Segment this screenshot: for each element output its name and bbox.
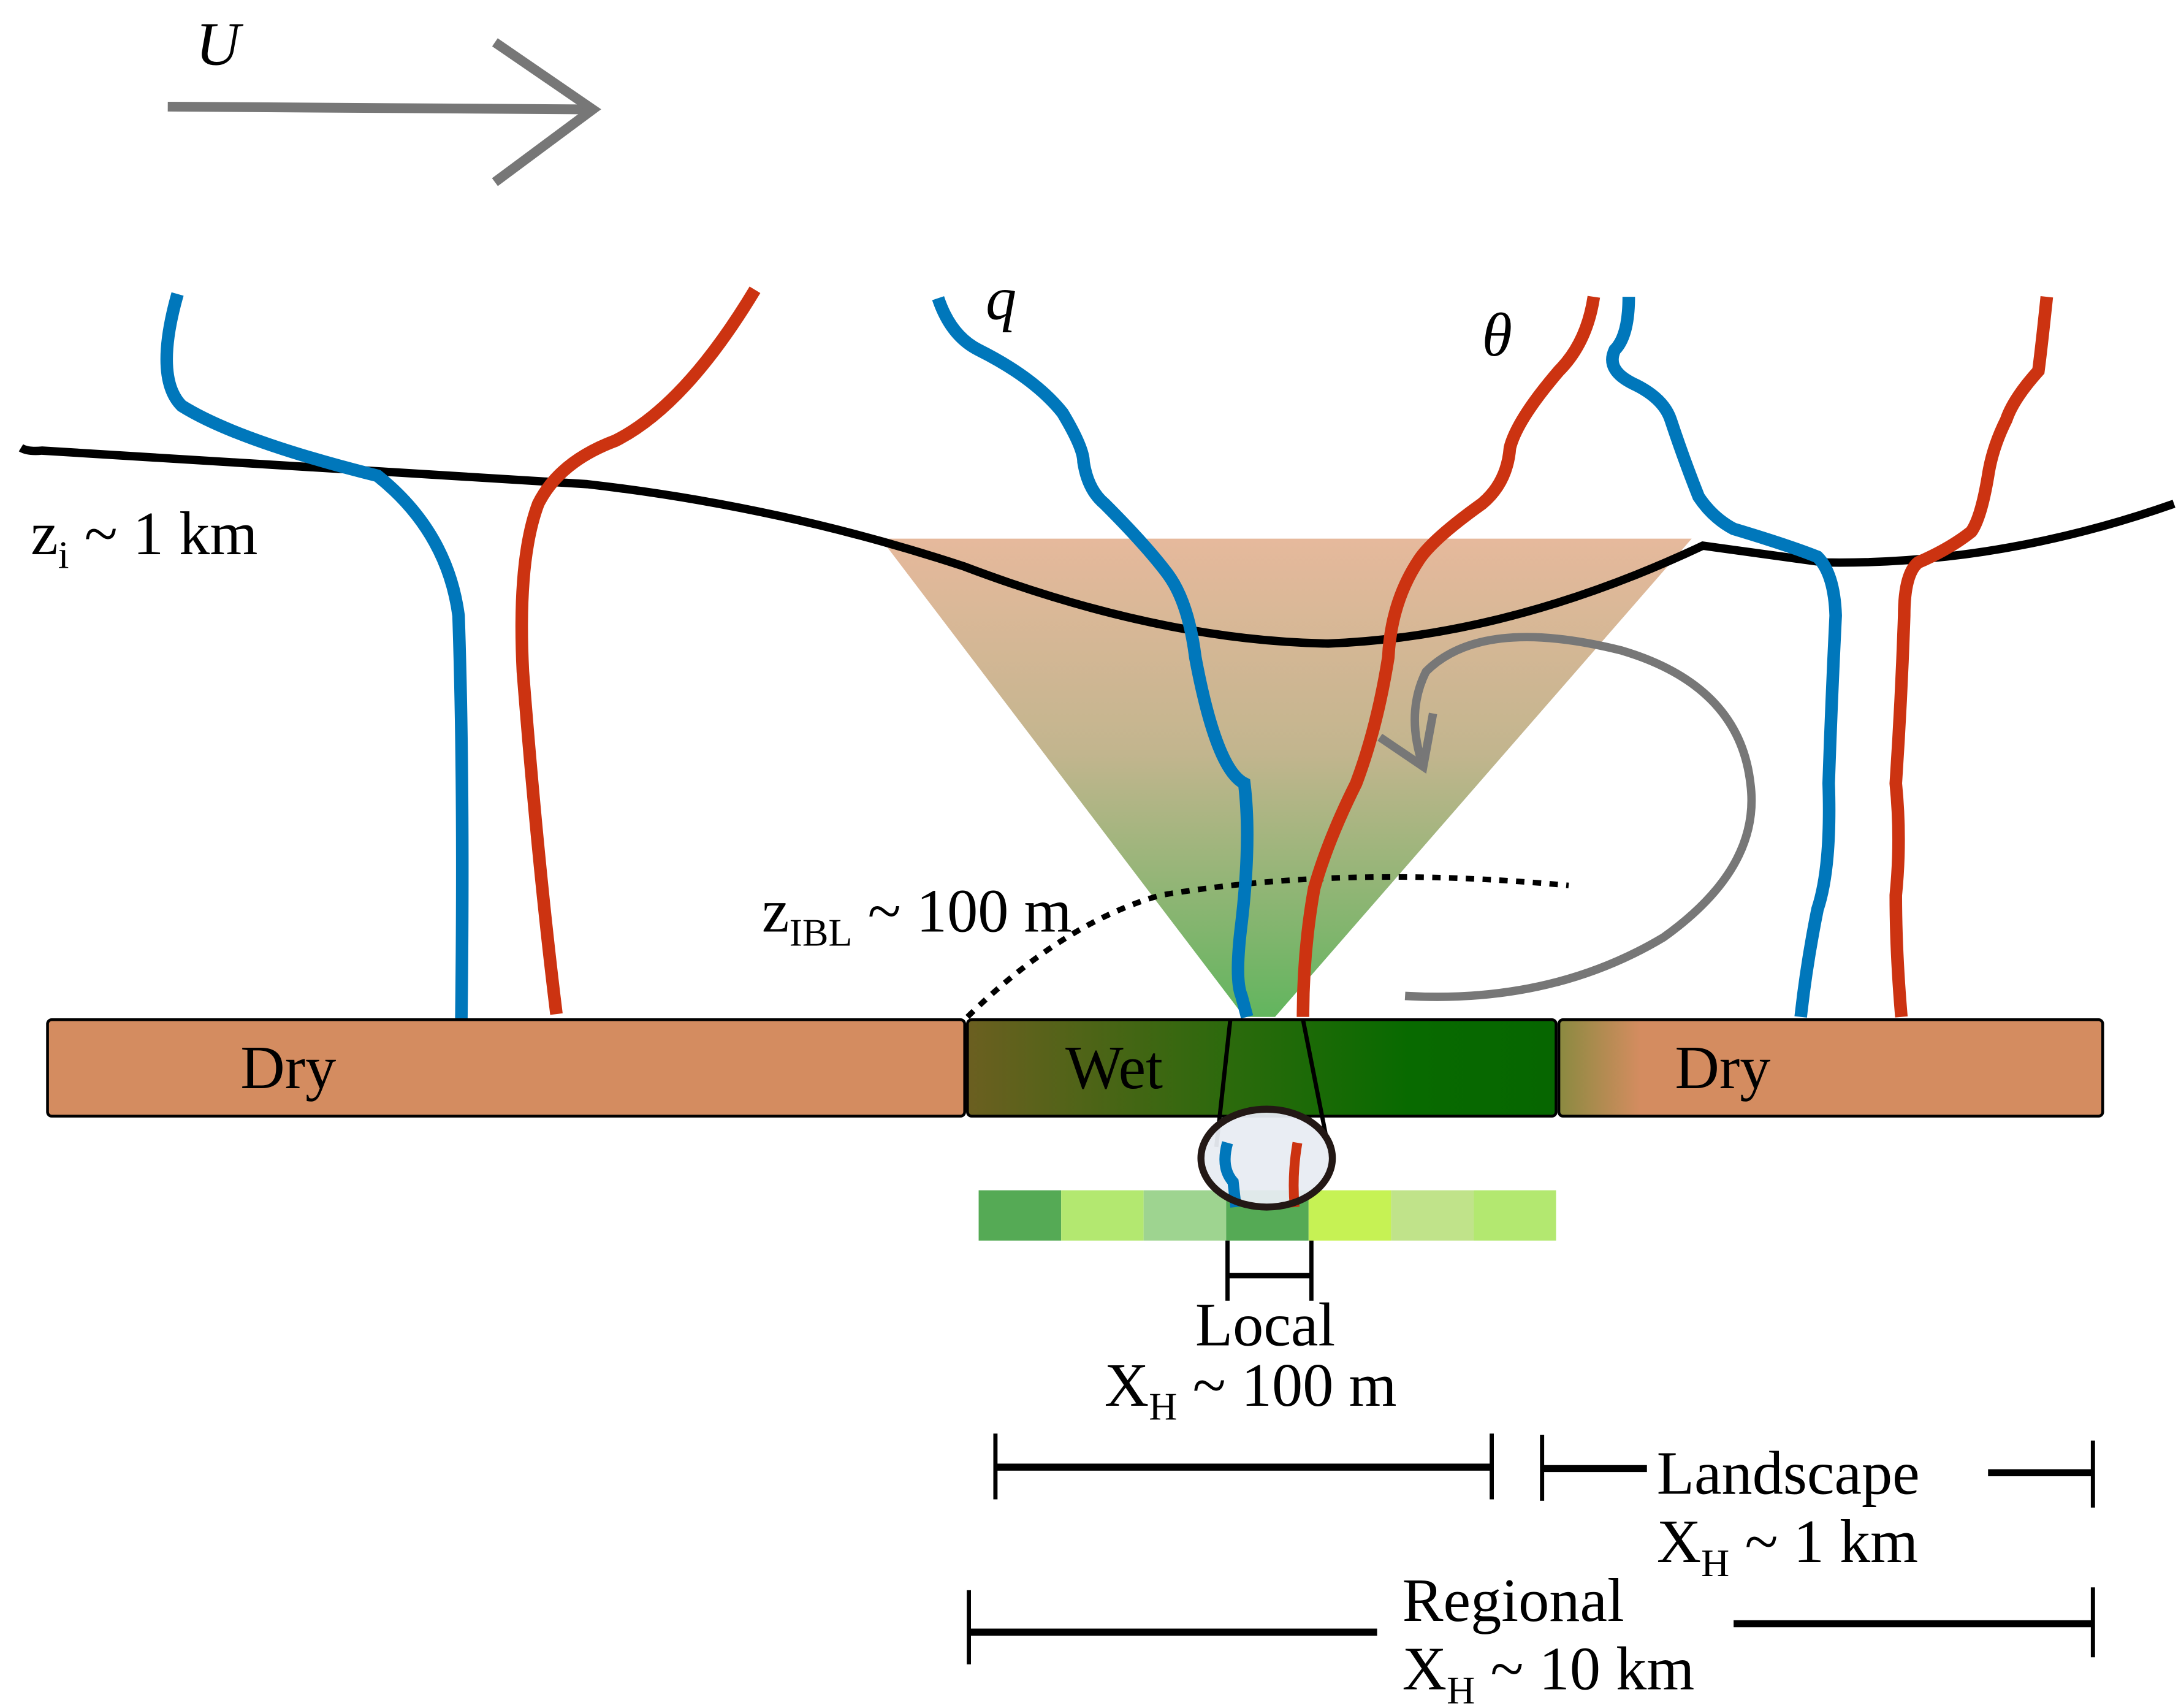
wind-arrow-icon <box>167 38 601 186</box>
circulation-arrow-icon <box>1377 633 1756 1001</box>
surface-patch <box>1473 1190 1556 1241</box>
humidity-profile-left <box>160 292 469 1019</box>
boundary-layer-top-line <box>18 444 2175 648</box>
temperature-profile-center <box>1296 295 1601 1017</box>
surface-patch <box>1391 1190 1474 1241</box>
dry-surface-left-label: Dry <box>240 1034 336 1102</box>
ibl-top-dotted-line <box>965 874 1569 1019</box>
regional-scale-value: XH ~ 10 km <box>1403 1635 1695 1708</box>
surface-patch <box>978 1190 1062 1241</box>
local-scale-marker <box>1225 1240 1314 1301</box>
ibl-height-label: zIBL ~ 100 m <box>762 877 1072 955</box>
landscape-scale-name: Landscape <box>1657 1439 1920 1507</box>
temperature-profile-left <box>515 286 761 1015</box>
regional-scale-name: Regional <box>1403 1566 1624 1634</box>
local-scale-value: XH ~ 100 m <box>1105 1351 1397 1428</box>
humidity-label: q <box>986 265 1016 333</box>
magnifier-lens <box>1197 1019 1336 1211</box>
humidity-profile-center <box>932 296 1254 1019</box>
regional-scale-bar <box>967 1587 2095 1664</box>
dry-surface-right-label: Dry <box>1675 1034 1770 1102</box>
wet-surface-label: Wet <box>1065 1034 1163 1102</box>
footprint-cone <box>880 538 1692 1017</box>
dry-surface-right <box>1557 1018 2104 1118</box>
boundary-layer-height-label: zi ~ 1 km <box>31 500 257 577</box>
local-scale-name: Local <box>1195 1291 1335 1359</box>
landscape-scale-value: XH ~ 1 km <box>1657 1508 1919 1585</box>
temperature-label: θ <box>1482 301 1512 369</box>
dry-surface-left <box>46 1018 967 1118</box>
surface-patch <box>1061 1190 1144 1241</box>
landscape-scale-bar <box>1540 1435 2095 1508</box>
temperature-profile-right <box>1889 296 2053 1018</box>
humidity-profile-right <box>1606 297 1842 1018</box>
surface-patches <box>978 1190 1556 1241</box>
surface-patch <box>1143 1190 1227 1241</box>
wet-patch-scale-bar <box>993 1433 1494 1500</box>
wind-symbol-label: U <box>196 10 243 78</box>
wet-surface <box>966 1018 1558 1118</box>
surface-patch <box>1308 1190 1391 1241</box>
